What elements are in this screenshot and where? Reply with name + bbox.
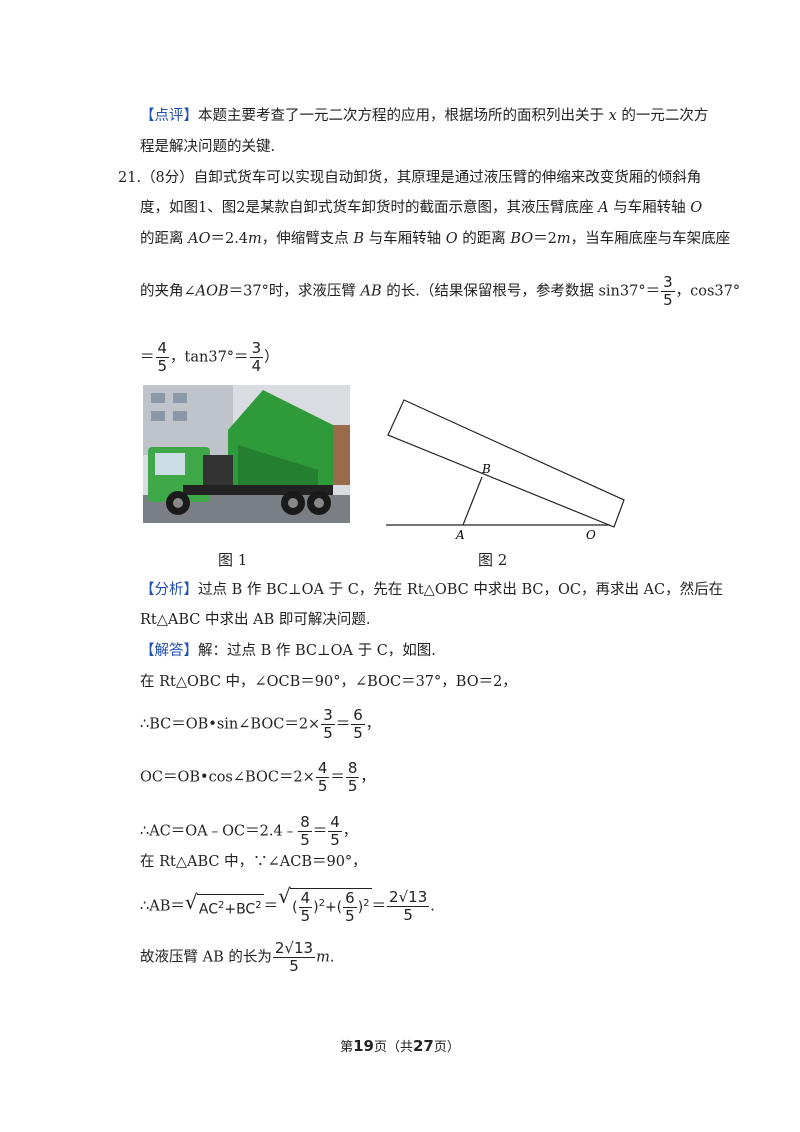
problem-line-4: 的夹角∠AOB＝37°时，求液压臂 AB 的长.（结果保留根号，参考数据 sin…: [140, 273, 741, 309]
problem-text-3e: ，当车厢底座与车架底座: [570, 231, 731, 247]
comment-var: x: [608, 108, 617, 124]
label-B: B: [481, 462, 491, 476]
problem-text-3a: 的距离: [140, 231, 184, 247]
problem-text-3d: 的距离: [462, 231, 506, 247]
comment-tag: 【点评】: [140, 108, 198, 124]
dump-truck-photo: [143, 385, 350, 523]
problem-text-2: 度，如图1、图2是某款自卸式货车卸货时的截面示意图，其液压臂底座: [140, 200, 594, 216]
problem-number: 21.: [118, 170, 142, 186]
answer-text-1: 解：过点 B 作 BC⊥OA 于 C，如图.: [198, 643, 436, 659]
figure-1-caption: 图 1: [218, 551, 248, 569]
answer-text-3: ∴BC＝OB•sin∠BOC＝2×: [140, 716, 321, 733]
answer-line-7: ∴AB＝AC2+BC2＝(45)2+(65)2＝2√135.: [140, 886, 435, 925]
cargo-box: [387, 399, 625, 528]
answer-line-6: 在 Rt△ABC 中，∵∠ACB＝90°，: [140, 854, 367, 870]
page-number: 19: [353, 1037, 374, 1055]
problem-line-1: 21.（8分）自卸式货车可以实现自动卸货，其原理是通过液压臂的伸缩来改变货厢的倾…: [118, 168, 701, 188]
problem-text-1: （8分）自卸式货车可以实现自动卸货，其原理是通过液压臂的伸缩来改变货厢的倾斜角: [141, 170, 702, 186]
analysis-tag: 【分析】: [140, 582, 198, 598]
page-footer: 第19页（共27页）: [0, 1036, 800, 1055]
answer-text-8: 故液压臂 AB 的长为: [140, 949, 272, 966]
answer-tag: 【解答】: [140, 643, 198, 659]
comment-text-1b: 的一元二次方: [621, 108, 709, 124]
comment-line-1: 【点评】本题主要考查了一元二次方程的应用，根据场所的面积列出关于 x 的一元二次…: [140, 106, 708, 126]
footer-mid: 页（共: [373, 1040, 413, 1055]
analysis-line-1: 【分析】过点 B 作 BC⊥OA 于 C，先在 Rt△OBC 中求出 BC，OC…: [140, 580, 723, 600]
problem-line-2: 度，如图1、图2是某款自卸式货车卸货时的截面示意图，其液压臂底座 A 与车厢转轴…: [140, 200, 703, 216]
problem-line-3: 的距离 AO＝2.4m，伸缩臂支点 B 与车厢转轴 O 的距离 BO＝2m，当车…: [140, 231, 731, 247]
hydraulic-arm: [462, 476, 483, 526]
analysis-line-2: Rt△ABC 中求出 AB 即可解决问题.: [140, 612, 371, 628]
answer-line-2: 在 Rt△OBC 中，∠OCB＝90°，∠BOC＝37°，BO＝2，: [140, 674, 517, 690]
comment-line-2: 程是解决问题的关键.: [140, 139, 276, 155]
answer-line-1: 【解答】解：过点 B 作 BC⊥OA 于 C，如图.: [140, 641, 436, 661]
problem-text-4a: 的夹角∠: [140, 283, 196, 300]
answer-text-5: ∴AC＝OA﹣OC＝2.4﹣: [140, 823, 298, 840]
problem-text-4c: 的长.（结果保留根号，参考数据 sin37°＝: [386, 283, 661, 300]
label-O: O: [586, 528, 596, 540]
answer-text-4: OC＝OB•cos∠BOC＝2×: [140, 769, 315, 786]
footer-post: 页）: [433, 1040, 460, 1055]
problem-text-3c: 与车厢转轴: [368, 231, 442, 247]
figure-2-caption: 图 2: [478, 551, 508, 569]
footer-pre: 第: [340, 1040, 354, 1055]
truck-section-diagram: B A O: [386, 399, 625, 540]
problem-text-4d: ，cos37°: [675, 283, 741, 300]
label-A: A: [455, 528, 465, 540]
answer-text-7: ∴AB＝: [140, 898, 185, 915]
comment-text-1: 本题主要考查了一元二次方程的应用，根据场所的面积列出关于: [198, 108, 604, 124]
problem-text-3b: ，伸缩臂支点: [261, 231, 349, 247]
page-total: 27: [413, 1037, 434, 1055]
problem-text-4b: ＝37°时，求液压臂: [228, 283, 356, 300]
problem-text-5a: tan37°＝: [184, 349, 249, 366]
analysis-text-1: 过点 B 作 BC⊥OA 于 C，先在 Rt△OBC 中求出 BC，OC，再求出…: [198, 582, 724, 598]
